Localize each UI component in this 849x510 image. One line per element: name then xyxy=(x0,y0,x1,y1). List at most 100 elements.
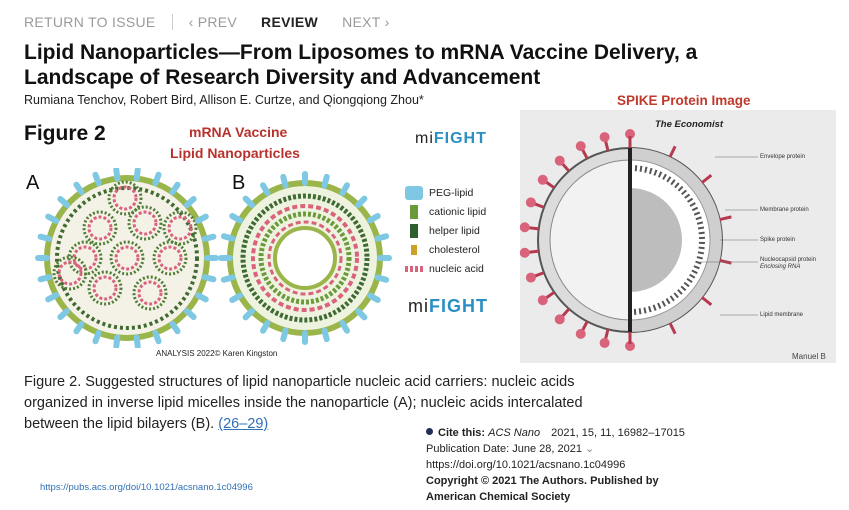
peg-lipid-mark xyxy=(321,327,330,343)
spike-protein-label: Spike protein xyxy=(760,237,796,243)
image-artist: Manuel B xyxy=(792,352,826,361)
corresponding-author-mark: * xyxy=(418,93,424,107)
peg-lipid-mark xyxy=(133,334,141,348)
micelle-mark xyxy=(57,260,83,286)
peg-lipid-mark xyxy=(355,195,368,208)
citation-details: 2021, 15, 11, 16982–17015 xyxy=(551,427,685,439)
peg-lipid-mark xyxy=(73,181,85,196)
peg-lipid-mark xyxy=(260,182,271,197)
chevron-right-icon: › xyxy=(380,14,390,30)
micelle-mark xyxy=(137,280,163,306)
figure-heading-line1: mRNA Vaccine xyxy=(189,124,288,140)
spike-mark xyxy=(668,322,677,335)
peg-lipid-mark xyxy=(201,233,217,242)
prev-link[interactable]: ‹ PREV xyxy=(188,14,238,30)
spike-head-mark xyxy=(525,272,536,283)
peg-lipid-mark xyxy=(92,171,102,187)
peg-lipid-mark xyxy=(45,292,60,303)
micelle-shell-mark xyxy=(107,180,143,216)
micelle-mark xyxy=(92,275,118,301)
peg-lipid-mark xyxy=(229,292,244,303)
next-link[interactable]: NEXT › xyxy=(342,14,390,30)
author-list: Rumiana Tenchov, Robert Bird, Allison E.… xyxy=(24,93,424,107)
article-url[interactable]: https://pubs.acs.org/doi/10.1021/acsnano… xyxy=(40,482,253,493)
peg-lipid-mark xyxy=(183,308,197,321)
peg-lipid-mark xyxy=(242,195,255,208)
peg-lipid-mark xyxy=(152,171,162,187)
virus-illustration xyxy=(520,129,758,351)
copyright-line1: Copyright © 2021 The Authors. Published … xyxy=(426,475,659,487)
peg-lipid-mark xyxy=(355,308,368,321)
micelle-shell-mark xyxy=(127,205,163,241)
lipid-membrane-label: Lipid membrane xyxy=(760,312,804,318)
micelle-mark xyxy=(112,185,138,211)
micelle-shell-mark xyxy=(132,275,168,311)
peg-lipid-mark xyxy=(366,292,381,303)
copyright-line2: American Chemical Society xyxy=(426,491,571,503)
spike-head-mark xyxy=(625,129,635,139)
peg-lipid-mark xyxy=(321,173,330,189)
panel-a-label: A xyxy=(26,172,40,194)
peg-lipid-mark xyxy=(113,168,121,182)
peg-lipid-mark xyxy=(242,308,255,321)
peg-lipid-mark xyxy=(113,334,121,348)
cholesterol-swatch-icon xyxy=(411,244,417,255)
panel-b-label: B xyxy=(232,172,246,194)
figure-legend: PEG-lipid cationic lipid helper lipid ch… xyxy=(405,183,486,278)
peg-lipid-mark xyxy=(280,173,289,189)
membrane-protein-label: Membrane protein xyxy=(760,207,809,213)
legend-item-cholesterol: cholesterol xyxy=(405,240,486,259)
spike-head-mark xyxy=(554,314,565,325)
chevron-down-icon[interactable]: ⌄ xyxy=(585,443,595,455)
spike-head-mark xyxy=(575,328,586,339)
spike-head-mark xyxy=(537,295,548,306)
micelle-shell-mark xyxy=(52,255,88,291)
micelle-mark xyxy=(72,245,98,271)
peg-lipid-mark xyxy=(366,213,381,224)
micelle-mark xyxy=(87,215,113,241)
current-article-type: REVIEW xyxy=(261,14,319,30)
spike-head-mark xyxy=(525,197,536,208)
peg-lipid-mark xyxy=(280,327,289,343)
cite-label[interactable]: Cite this: xyxy=(438,427,486,439)
spike-head-mark xyxy=(599,132,610,143)
mifight-logo-top: MIFIGHT xyxy=(415,130,487,147)
spike-mark xyxy=(700,173,713,184)
envelope-protein-label: Envelope protein xyxy=(760,154,806,160)
figure-caption: Figure 2. Suggested structures of lipid … xyxy=(24,374,583,432)
micelle-mark xyxy=(167,215,193,241)
spike-mark xyxy=(668,145,677,158)
peg-lipid-mark xyxy=(260,319,271,334)
peg-lipid-mark xyxy=(37,274,53,283)
spike-protein-image: Envelope protein Membrane protein Spike … xyxy=(520,110,836,363)
cationic-lipid-swatch-icon xyxy=(410,204,418,219)
peg-lipid-mark xyxy=(374,274,390,283)
lnp-particle-b xyxy=(218,171,392,345)
micelle-shell-mark xyxy=(152,240,188,276)
peg-lipid-mark xyxy=(152,329,162,345)
peg-lipid-mark xyxy=(92,329,102,345)
peg-lipid-swatch-icon xyxy=(405,185,423,200)
return-to-issue-link[interactable]: RETURN TO ISSUE xyxy=(24,14,156,30)
nucleocapsid-protein-label: Nucleocapsid protein xyxy=(760,257,817,263)
article-nav: RETURN TO ISSUE ‹ PREV REVIEW NEXT › xyxy=(24,14,390,30)
micelle-shell-mark xyxy=(109,240,145,276)
spike-mark xyxy=(700,296,713,307)
peg-lipid-mark xyxy=(169,181,181,196)
peg-lipid-mark xyxy=(220,274,236,283)
figure-label: Figure 2 xyxy=(24,122,106,145)
peg-lipid-mark xyxy=(169,320,181,335)
legend-item-nucleic-acid: nucleic acid xyxy=(405,259,486,278)
spike-image-label: SPIKE Protein Image xyxy=(617,93,751,108)
peg-lipid-mark xyxy=(220,233,236,242)
mifight-logo-bottom: MIFIGHT xyxy=(408,296,488,316)
references-link[interactable]: (26–29) xyxy=(218,416,269,432)
peg-lipid-mark xyxy=(229,213,244,224)
peg-lipid-mark xyxy=(57,195,71,208)
peg-lipid-mark xyxy=(73,320,85,335)
figure-heading-line2: Lipid Nanoparticles xyxy=(170,145,300,161)
micelle-shell-mark xyxy=(162,210,198,246)
legend-item-cationic-lipid: cationic lipid xyxy=(405,202,486,221)
doi-link[interactable]: https://doi.org/10.1021/acsnano.1c04996 xyxy=(426,459,626,471)
article-title: Lipid Nanoparticles—From Liposomes to mR… xyxy=(24,41,698,89)
